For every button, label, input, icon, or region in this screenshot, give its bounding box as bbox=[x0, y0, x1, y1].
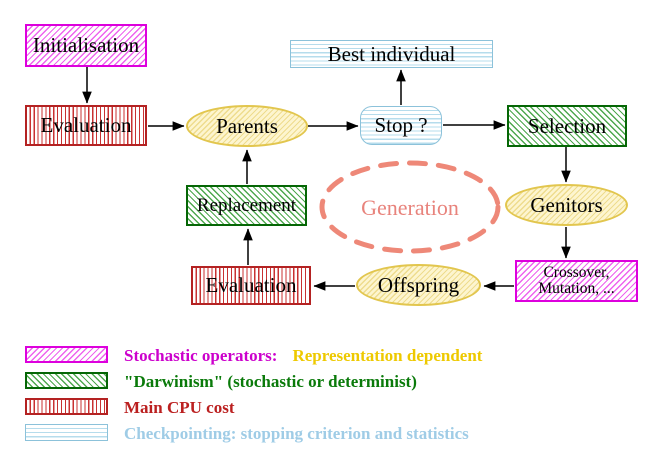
node-selection-label: Selection bbox=[527, 113, 607, 138]
legend-swatch-red-stripes bbox=[25, 398, 108, 415]
legend-item-checkpointing: Checkpointing: stopping criterion and st… bbox=[124, 423, 469, 445]
legend-item-stochastic-operators: Stochastic operators: Representation dep… bbox=[124, 345, 482, 367]
node-parents-label: Parents bbox=[216, 113, 278, 138]
node-selection: Selection bbox=[507, 105, 627, 147]
node-evaluation-top: Evaluation bbox=[25, 105, 147, 146]
legend-swatch-cyan-stripes bbox=[25, 424, 108, 441]
legend-label-checkpointing: Checkpointing: stopping criterion and st… bbox=[124, 424, 469, 443]
node-evaluation-bottom: Evaluation bbox=[191, 266, 311, 305]
node-genitors: Genitors bbox=[505, 184, 628, 226]
node-stop: Stop ? bbox=[360, 106, 442, 145]
legend-swatch-green-hatch bbox=[25, 372, 108, 389]
node-crossover-line2: Mutation, ... bbox=[538, 280, 615, 297]
legend-label-stochastic-operators: Stochastic operators: bbox=[124, 346, 278, 365]
node-best-individual-label: Best individual bbox=[327, 41, 456, 66]
node-evaluation-bottom-label: Evaluation bbox=[205, 273, 297, 298]
node-initialisation: Initialisation bbox=[25, 24, 147, 67]
legend-label-main-cpu-cost: Main CPU cost bbox=[124, 398, 235, 417]
generation-label: Generation bbox=[361, 195, 459, 220]
legend-item-main-cpu-cost: Main CPU cost bbox=[124, 397, 234, 419]
node-best-individual: Best individual bbox=[290, 40, 493, 68]
legend-label-darwinism: "Darwinism" (stochastic or determinist) bbox=[124, 372, 417, 391]
node-stop-label: Stop ? bbox=[374, 113, 428, 138]
node-crossover-mutation: Crossover, Mutation, ... bbox=[515, 260, 638, 302]
node-offspring: Offspring bbox=[356, 264, 481, 306]
node-replacement: Replacement bbox=[186, 185, 307, 226]
legend-item-darwinism: "Darwinism" (stochastic or determinist) bbox=[124, 371, 417, 393]
node-initialisation-label: Initialisation bbox=[32, 33, 140, 58]
legend-swatch-magenta-hatch bbox=[25, 346, 108, 363]
node-evaluation-top-label: Evaluation bbox=[40, 113, 132, 138]
node-genitors-label: Genitors bbox=[530, 192, 603, 217]
node-crossover-line1: Crossover, bbox=[543, 263, 610, 281]
generation-dashed-ellipse bbox=[319, 160, 501, 254]
node-parents: Parents bbox=[186, 105, 308, 147]
legend-label-representation-dependent: Representation dependent bbox=[292, 346, 483, 365]
node-replacement-label: Replacement bbox=[196, 194, 297, 216]
node-offspring-label: Offspring bbox=[377, 272, 460, 297]
